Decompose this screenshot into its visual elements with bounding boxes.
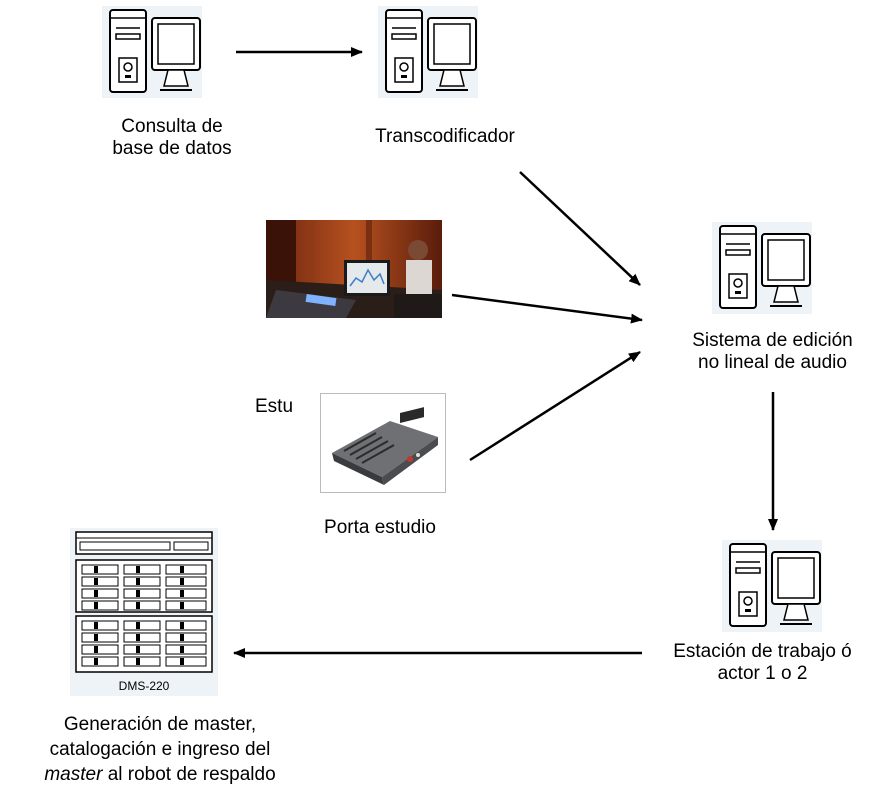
arrow-transcoder-to-editing [519,171,641,286]
desktop-computer-icon [712,222,812,314]
arrow-studio-to-editing [451,293,643,324]
recording-studio-photo [266,220,442,318]
device-model-label: DMS-220 [119,679,170,693]
porta-studio-side-label: Estu [255,396,294,417]
transcoder-label: Transcodificador [375,126,515,147]
storage-rack-icon: DMS-220 [70,528,218,696]
editing-system-label: Sistema de edición no lineal de audio [692,330,853,373]
arrow-portastudio-to-editing [469,350,641,462]
porta-studio-label: Porta estudio [324,517,436,538]
db-query-label: Consulta de base de datos [112,116,232,159]
desktop-computer-icon [102,6,202,98]
portable-mixer-photo [320,393,446,493]
desktop-computer-icon [722,540,822,632]
desktop-computer-icon [378,6,478,98]
master-label: Generación de master, catalogación e ing… [44,714,276,785]
workstation-label: Estación de trabajo ó actor 1 o 2 [673,641,852,684]
